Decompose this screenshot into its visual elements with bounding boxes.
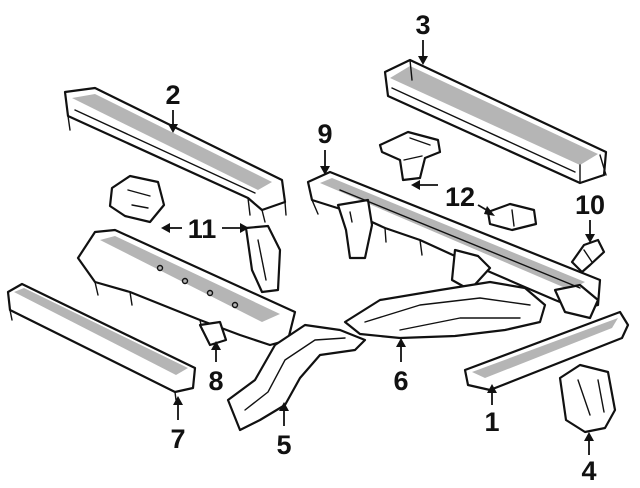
leader-lines [161,40,595,455]
callout-4: 4 [581,456,596,486]
callout-8: 8 [208,366,223,396]
callout-11: 11 [188,214,217,244]
callout-1: 1 [484,407,499,437]
callout-7: 7 [170,424,185,454]
part-12-bracket [378,130,442,182]
part-4-bracket [558,363,617,434]
part-9-frame-assembly [306,170,602,320]
part-11-bracket-left [108,174,166,224]
part-12-mount [486,202,538,232]
part-8-side-rail [76,228,297,347]
callout-3: 3 [415,10,430,40]
part-1-rocker [463,310,630,392]
part-11-bracket-right [244,224,282,294]
part-7-rocker-rail [6,282,197,401]
callout-12: 12 [445,182,475,212]
callout-5: 5 [276,430,291,460]
part-6-frame-section [343,280,547,340]
callout-6: 6 [393,366,408,396]
part-2-crossmember [63,86,287,223]
callout-10: 10 [575,190,605,220]
part-10-bracket [570,238,606,274]
callout-9: 9 [317,119,332,149]
part-5-bracket [226,323,367,432]
callout-2: 2 [165,80,180,110]
part-3-crossmember [383,58,608,185]
